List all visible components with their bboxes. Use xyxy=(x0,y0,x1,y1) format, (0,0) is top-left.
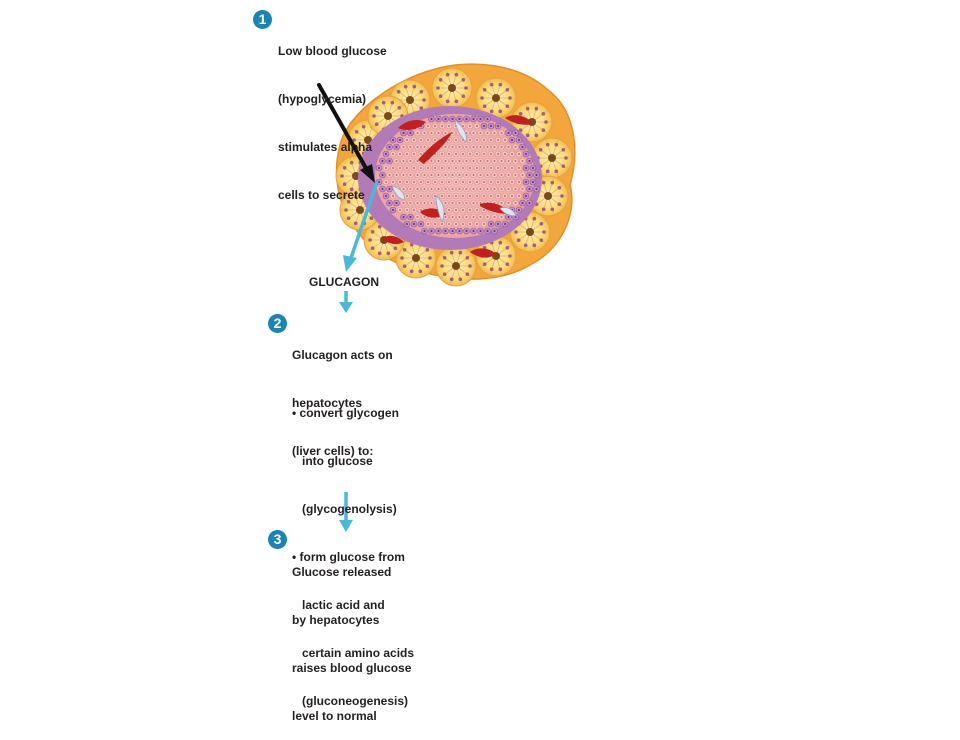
step-1-line: stimulates alpha xyxy=(278,140,373,154)
step-3-text: Glucose released by hepatocytes raises b… xyxy=(292,532,411,740)
bullet-glycogenolysis: into glucose xyxy=(292,454,373,468)
step-3-line: level to normal xyxy=(292,709,377,723)
acinus xyxy=(531,137,573,179)
bullet-glycogenolysis: (glycogenolysis) xyxy=(292,502,397,516)
pointer-arrow xyxy=(317,83,375,183)
step-3-line: raises blood glucose xyxy=(292,661,412,675)
step-1-badge: 1 xyxy=(253,10,272,29)
step-2-line: (liver cells) to: xyxy=(292,444,374,458)
step-3-line: Glucose released xyxy=(292,565,392,579)
bullet-glycogenolysis: • convert glycogen xyxy=(292,406,399,420)
step-1-text: Low blood glucose (hypoglycemia) stimula… xyxy=(278,11,387,219)
flow-arrow-2 xyxy=(339,492,353,532)
step-2-badge: 2 xyxy=(268,314,287,333)
bullet-gluconeogenesis: • form glucose from xyxy=(292,550,405,564)
step-1-line: Low blood glucose xyxy=(278,44,387,58)
step-1-line: (hypoglycemia) xyxy=(278,92,367,106)
bullet-gluconeogenesis: lactic acid and xyxy=(292,598,385,612)
pancreatic-islet-illustration xyxy=(317,63,576,532)
acinus xyxy=(435,245,477,287)
acinus xyxy=(431,67,473,109)
bullet-gluconeogenesis: (gluconeogenesis) xyxy=(292,694,409,708)
step-3-line: by hepatocytes xyxy=(292,613,380,627)
step-2-line: Glucagon acts on xyxy=(292,348,393,362)
step-2-bullets: • convert glycogen into glucose (glycoge… xyxy=(292,373,414,725)
step-3-badge: 3 xyxy=(268,530,287,549)
secretion-arrow xyxy=(343,181,379,272)
flow-arrow-1 xyxy=(339,291,353,313)
glucagon-label: GLUCAGON xyxy=(309,275,379,289)
step-1-line: cells to secrete xyxy=(278,188,365,202)
bullet-gluconeogenesis: certain amino acids xyxy=(292,646,415,660)
step-2-text: Glucagon acts on hepatocytes (liver cell… xyxy=(292,315,393,475)
step-2-line: hepatocytes xyxy=(292,396,363,410)
capillaries xyxy=(391,119,517,224)
acinus xyxy=(511,101,553,143)
